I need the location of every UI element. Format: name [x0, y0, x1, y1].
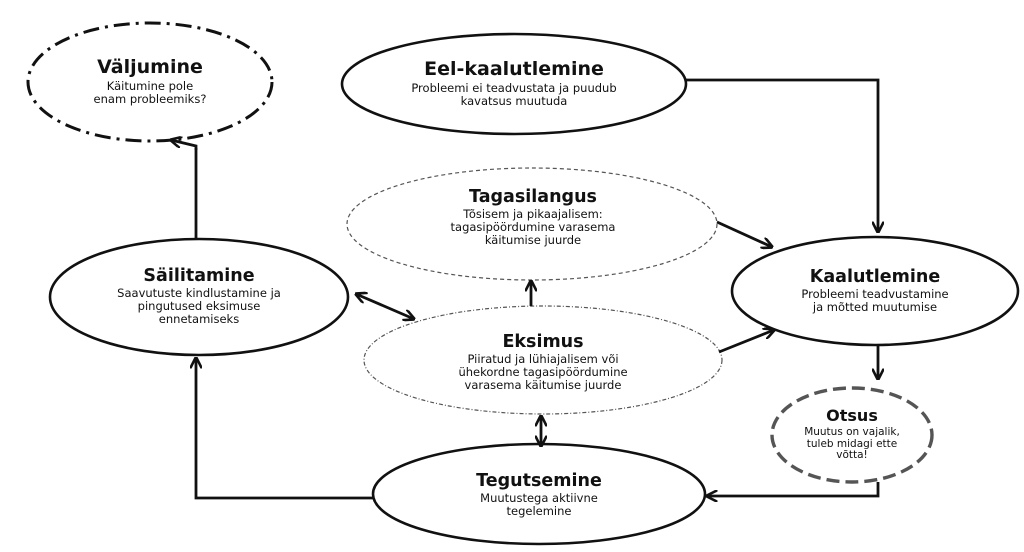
tegutsemine-desc-line-2: tegelemine [506, 504, 572, 519]
kaalutlemine-title: Kaalutlemine [809, 266, 941, 287]
otsus-desc-line-2: tuleb midagi ette [806, 437, 898, 450]
sailitamine-node: Säilitamine Saavutuste kindlustamine ja … [69, 262, 329, 330]
arrow-tagasilangus-to-kaalutlemine [716, 220, 772, 247]
tagasilangus-node: Tagasilangus Tõsisem ja pikaajalisem: ta… [402, 184, 664, 250]
otsus-title: Otsus [826, 405, 878, 425]
arrow-eel-to-kaalutlemine [686, 78, 878, 232]
arrow-sailitamine-eksimus [356, 294, 414, 319]
sailitamine-desc-line-3: ennetamiseks [158, 311, 240, 326]
tagasilangus-desc-line-3: käitumise juurde [484, 232, 582, 247]
sailitamine-desc-line-1: Saavutuste kindlustamine ja [117, 285, 281, 300]
valjumine-title: Väljumine [97, 56, 203, 79]
arrow-sailitamine-to-valjumine-head [171, 140, 198, 150]
eel-kaalutlemine-desc-line-2: kavatsus muutuda [460, 93, 568, 108]
eksimus-title: Eksimus [502, 331, 584, 352]
tegutsemine-desc-line-1: Muutustega aktiivne [480, 491, 598, 506]
arrow-tegutsemine-to-sailitamine [196, 358, 373, 500]
tegutsemine-node: Tegutsemine Muutustega aktiivne tegelemi… [399, 468, 679, 522]
eel-kaalutlemine-desc-line-1: Probleemi ei teadvustata ja puudub [411, 81, 617, 96]
eel-kaalutlemine-title: Eel-kaalutlemine [424, 58, 604, 81]
eel-kaalutlemine-node: Eel-kaalutlemine Probleemi ei teadvustat… [364, 56, 664, 112]
kaalutlemine-desc-line-1: Probleemi teadvustamine [801, 287, 949, 302]
valjumine-desc-line-2: enam probleemiks? [93, 91, 207, 106]
otsus-desc-line-1: Muutus on vajalik, [804, 425, 900, 438]
tegutsemine-title: Tegutsemine [476, 470, 602, 491]
valjumine-node: Väljumine Käitumine pole enam probleemik… [40, 47, 260, 117]
sailitamine-ellipse [48, 237, 350, 357]
eksimus-node: Eksimus Piiratud ja lühiajalisem või ühe… [408, 323, 678, 401]
otsus-ellipse [770, 386, 934, 484]
tagasilangus-desc-line-2: tagasipöördumine varasema [450, 219, 616, 234]
tagasilangus-title: Tagasilangus [469, 186, 597, 207]
eksimus-ellipse [363, 305, 723, 415]
eel-kaalutlemine-ellipse [340, 32, 688, 136]
arrow-eksimus-to-kaalutlemine [718, 330, 774, 354]
arrow-otsus-to-tegutsemine [707, 482, 880, 496]
otsus-node: Otsus Muutus on vajalik, tuleb midagi et… [792, 403, 912, 467]
kaalutlemine-desc-line-2: ja mõtted muutumise [812, 300, 938, 315]
sailitamine-title: Säilitamine [143, 265, 255, 286]
kaalutlemine-ellipse [730, 235, 1020, 347]
valjumine-ellipse [26, 21, 274, 143]
sailitamine-desc-line-2: pingutused eksimuse [137, 298, 261, 313]
eksimus-desc-line-1: Piiratud ja lühiajalisem või [467, 351, 619, 366]
eksimus-desc-line-3: varasema käitumise juurde [464, 377, 622, 392]
tagasilangus-desc-line-1: Tõsisem ja pikaajalisem: [463, 206, 603, 221]
kaalutlemine-node: Kaalutlemine Probleemi teadvustamine ja … [755, 264, 995, 318]
valjumine-desc-line-1: Käitumine pole [106, 79, 194, 94]
otsus-desc-line-3: võtta! [836, 449, 868, 462]
eksimus-desc-line-2: ühekordne tagasipöördumine [458, 364, 628, 379]
